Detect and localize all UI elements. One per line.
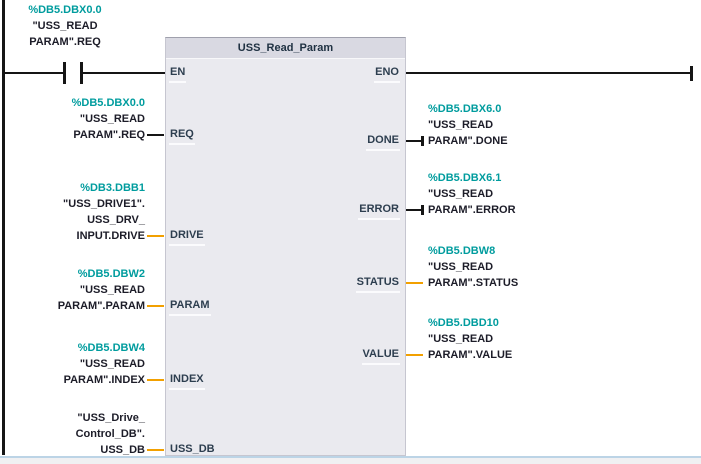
operand-address[interactable]: %DB5.DBD10 — [428, 317, 499, 329]
value-operand[interactable]: %DB5.DBD10 "USS_READ PARAM".VALUE — [428, 315, 618, 363]
operand-symbol-line[interactable]: "USS_READ — [79, 113, 145, 125]
index-wire — [147, 379, 164, 381]
operand-symbol-line[interactable]: PARAM".REQ — [73, 129, 145, 141]
pin-status[interactable]: STATUS — [256, 275, 400, 293]
operand-symbol-line[interactable]: "USS_DRIVE1". — [63, 198, 145, 210]
operand-address[interactable]: %DB5.DBX0.0 — [71, 97, 145, 109]
operand-address[interactable]: %DB5.DBW8 — [428, 245, 496, 257]
uss-db-operand[interactable]: "USS_Drive_ Control_DB". USS_DB — [0, 410, 145, 458]
pin-done[interactable]: DONE — [256, 133, 400, 151]
eno-wire — [406, 72, 692, 74]
pin-error[interactable]: ERROR — [256, 202, 400, 220]
req-operand[interactable]: %DB5.DBX0.0 "USS_READ PARAM".REQ — [0, 95, 145, 143]
req-wire — [147, 134, 164, 136]
uss-read-param-block[interactable]: USS_Read_Param — [165, 37, 406, 456]
rung-wire-right — [83, 72, 165, 74]
rung-wire-left — [5, 72, 63, 74]
contact-operand[interactable]: %DB5.DBX0.0 "USS_READ PARAM".REQ — [6, 2, 124, 50]
operand-symbol-line[interactable]: Control_DB". — [75, 428, 145, 440]
pin-index[interactable]: INDEX — [169, 372, 205, 390]
operand-symbol-line[interactable]: PARAM".ERROR — [428, 204, 516, 216]
operand-symbol-line[interactable]: INPUT.DRIVE — [76, 230, 145, 242]
eno-wire-end-tick — [690, 66, 693, 81]
operand-symbol-line[interactable]: "USS_READ — [428, 261, 494, 273]
done-wire-tick — [421, 136, 424, 146]
operand-address[interactable]: %DB5.DBX0.0 — [28, 4, 102, 16]
operand-symbol-line[interactable]: PARAM".INDEX — [63, 374, 145, 386]
operand-symbol-line[interactable]: PARAM".REQ — [29, 36, 101, 48]
drive-operand[interactable]: %DB3.DBB1 "USS_DRIVE1". USS_DRV_ INPUT.D… — [0, 180, 145, 244]
param-operand[interactable]: %DB5.DBW2 "USS_READ PARAM".PARAM — [0, 266, 145, 314]
operand-address[interactable]: %DB5.DBX6.0 — [428, 103, 502, 115]
operand-symbol-line[interactable]: USS_DRV_ — [87, 214, 145, 226]
pin-param[interactable]: PARAM — [169, 298, 211, 316]
done-wire — [406, 140, 423, 142]
error-operand[interactable]: %DB5.DBX6.1 "USS_READ PARAM".ERROR — [428, 170, 618, 218]
pin-drive[interactable]: DRIVE — [169, 228, 205, 246]
status-operand[interactable]: %DB5.DBW8 "USS_READ PARAM".STATUS — [428, 243, 618, 291]
operand-address[interactable]: %DB3.DBB1 — [80, 182, 145, 194]
operand-address[interactable]: %DB5.DBX6.1 — [428, 172, 502, 184]
pin-en[interactable]: EN — [169, 65, 187, 83]
error-wire-tick — [421, 205, 424, 215]
operand-symbol-line[interactable]: "USS_READ — [428, 333, 494, 345]
operand-symbol-line[interactable]: "USS_READ — [428, 119, 494, 131]
contact-bar-right — [80, 62, 83, 84]
operand-address[interactable]: %DB5.DBW4 — [77, 342, 145, 354]
block-title[interactable]: USS_Read_Param — [166, 38, 405, 59]
operand-symbol-line[interactable]: PARAM".STATUS — [428, 277, 519, 289]
contact-bar-left — [63, 62, 66, 84]
index-operand[interactable]: %DB5.DBW4 "USS_READ PARAM".INDEX — [0, 340, 145, 388]
operand-symbol-line[interactable]: "USS_READ — [79, 284, 145, 296]
pin-req[interactable]: REQ — [169, 127, 195, 145]
error-wire — [406, 209, 423, 211]
operand-symbol-line[interactable]: "USS_READ — [428, 188, 494, 200]
uss-db-wire — [147, 449, 164, 451]
operand-symbol-line[interactable]: "USS_READ — [32, 20, 98, 32]
pin-eno[interactable]: ENO — [256, 65, 400, 83]
pin-value[interactable]: VALUE — [256, 347, 400, 365]
operand-symbol-line[interactable]: PARAM".DONE — [428, 135, 508, 147]
param-wire — [147, 305, 164, 307]
operand-symbol-line[interactable]: USS_DB — [100, 444, 145, 456]
window-below-strip — [0, 458, 701, 464]
operand-symbol-line[interactable]: PARAM".PARAM — [57, 300, 145, 312]
operand-symbol-line[interactable]: "USS_Drive_ — [77, 412, 145, 424]
value-wire — [406, 354, 423, 356]
operand-symbol-line[interactable]: PARAM".VALUE — [428, 349, 513, 361]
done-operand[interactable]: %DB5.DBX6.0 "USS_READ PARAM".DONE — [428, 101, 618, 149]
operand-address[interactable]: %DB5.DBW2 — [77, 268, 145, 280]
power-rail — [2, 0, 5, 455]
drive-wire — [147, 235, 164, 237]
window-bottom-edge — [0, 456, 701, 458]
operand-symbol-line[interactable]: "USS_READ — [79, 358, 145, 370]
status-wire — [406, 282, 423, 284]
